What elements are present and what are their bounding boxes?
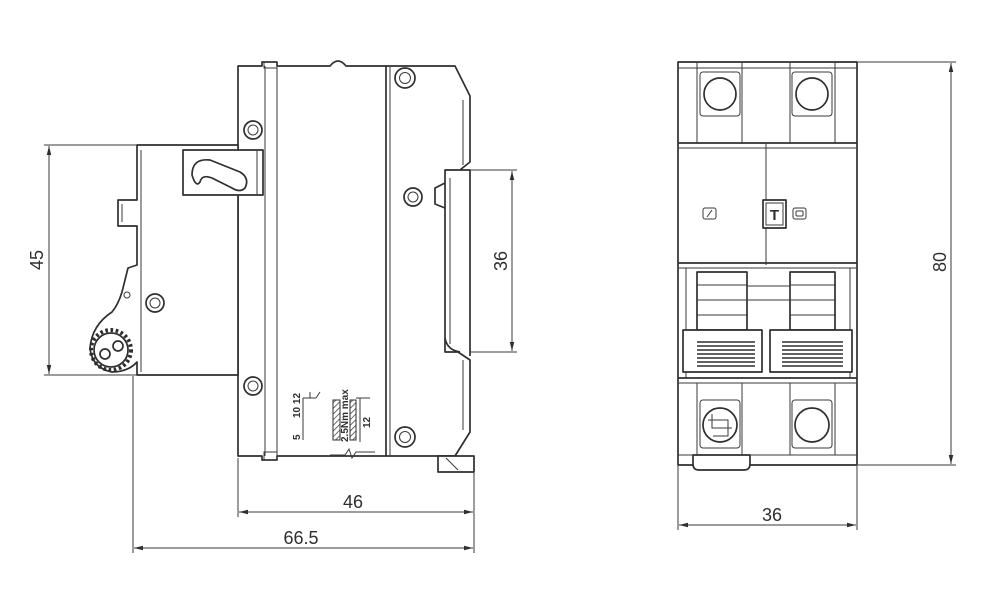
screw-hole: [394, 426, 416, 448]
din-rail-clip: [460, 169, 471, 356]
dim-body-depth-label: 46: [343, 492, 363, 512]
screw-hole: [394, 67, 416, 89]
toggle-lever-icon: [191, 158, 248, 192]
din-clip-top-hook: [434, 182, 446, 209]
side-body-outline: [237, 60, 471, 461]
grip-ridges: [697, 341, 843, 367]
din-clip-bottom-hook: [444, 337, 461, 353]
top-terminal-box: [791, 71, 833, 117]
dim-height-label: 45: [27, 250, 47, 270]
torque-hatch: [332, 399, 341, 441]
toggle-lever: [696, 271, 748, 331]
front-bottom-foot: [692, 454, 751, 471]
test-button-inner: [765, 202, 784, 226]
wire-min-label: 5: [292, 434, 303, 440]
bottom-tab: [263, 451, 278, 461]
handle-pin: [123, 291, 131, 299]
bottom-terminal-box: [791, 399, 833, 449]
terminal-label: 5 10 12 2.5Nm max 12: [292, 389, 375, 460]
torque-hatch: [349, 399, 357, 441]
top-terminal-box: [699, 71, 741, 117]
toggle-grip: [769, 329, 853, 373]
dim-total-depth-label: 66.5: [283, 528, 318, 548]
top-terminal-screw: [703, 77, 737, 111]
status-indicator-icon: [706, 209, 713, 218]
top-terminal-screw: [795, 77, 829, 111]
handle-gear: [93, 332, 129, 368]
strip-length-label: 12: [362, 416, 373, 428]
status-indicator-icon: [792, 207, 807, 220]
screw-hole: [243, 376, 263, 396]
toggle-link: [746, 285, 791, 301]
test-button: [762, 199, 787, 229]
bottom-terminal-box: [699, 399, 741, 449]
wire-gauge-scale: [302, 391, 321, 440]
side-dimensions: 45 36 46 66.5: [27, 144, 517, 553]
bottom-terminal-screw: [794, 407, 830, 443]
bottom-foot-line: [445, 457, 459, 471]
screw-hole: [243, 120, 263, 140]
top-tab: [263, 61, 278, 69]
handle-housing: [89, 144, 239, 376]
strip-length-marker: [356, 397, 370, 442]
toggle-grip: [682, 329, 763, 373]
bottom-foot: [437, 455, 475, 473]
front-dimensions: 80 36: [677, 61, 956, 530]
dim-din-rail-label: 36: [491, 251, 511, 271]
test-button-label: T: [770, 207, 779, 224]
dim-front-width-label: 36: [762, 505, 782, 525]
bottom-terminal-screw: [702, 407, 738, 443]
status-indicator-icon: [702, 207, 717, 220]
handle-gear-teeth: [89, 328, 133, 372]
screw-hole: [403, 187, 423, 207]
bottom-notch-mark: [330, 447, 375, 460]
wire-range-label: 10 12: [292, 393, 303, 418]
front-view: T: [677, 61, 858, 471]
side-view: 5 10 12 2.5Nm max 12: [89, 60, 475, 473]
handle-hole: [112, 340, 124, 352]
status-indicator-icon: [795, 210, 804, 217]
screw-hole: [145, 293, 165, 313]
handle-hole: [99, 348, 111, 360]
toggle-lever: [789, 271, 836, 331]
torque-label: 2.5Nm max: [340, 389, 351, 442]
dim-front-height-label: 80: [930, 252, 950, 272]
terminal-clamp-icon: [708, 414, 732, 437]
